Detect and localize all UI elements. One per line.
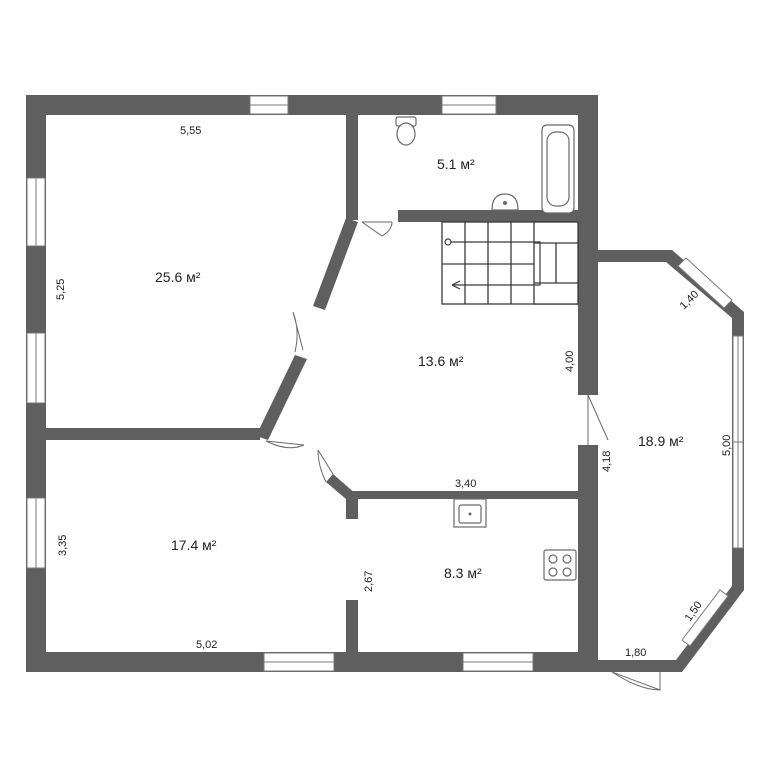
windows: [26, 95, 744, 672]
dim-bay-diag-top: 1,40: [678, 288, 702, 312]
dim-bay-right: 5,00: [721, 435, 733, 456]
door-kitchen-diag: [317, 449, 334, 483]
window-bay-diag-top: [677, 257, 733, 309]
room-area-bay: 18.9 м²: [638, 433, 684, 449]
toilet-icon: [395, 116, 417, 146]
wall-bedroom-kitchen-b: [346, 600, 358, 652]
walls: [26, 95, 744, 672]
wall-living-bedroom: [46, 428, 260, 440]
door-entrance: [611, 671, 661, 691]
doors: [265, 221, 661, 691]
kitchen-sink-icon: [453, 498, 487, 528]
dim-living-top: 5,55: [180, 125, 201, 137]
door-bedroom: [265, 440, 305, 449]
bathtub-icon: [541, 124, 575, 214]
dim-living-left: 5,25: [55, 279, 67, 300]
dim-hall-right: 4,00: [564, 351, 576, 372]
room-area-kitchen: 8.3 м²: [444, 565, 482, 581]
dim-bay-bottom: 1,80: [625, 647, 646, 659]
door-living: [292, 311, 304, 353]
wall-top: [26, 95, 598, 115]
wall-hall-diag-lower: [256, 355, 307, 440]
wall-hall-kitchen: [346, 491, 578, 499]
wall-hall-diag-upper: [313, 218, 358, 310]
stove-icon: [543, 549, 577, 581]
room-area-bathroom: 5.1 м²: [437, 156, 475, 172]
door-bath: [361, 221, 393, 237]
room-area-bedroom: 17.4 м²: [171, 537, 217, 553]
wall-living-bath: [346, 115, 358, 220]
dim-bedroom-bottom: 5,02: [196, 639, 217, 651]
window-bay-diag-bottom: [681, 589, 729, 647]
dim-kitchen-left: 2,67: [363, 571, 375, 592]
door-bay: [587, 394, 609, 445]
room-area-living: 25.6 м²: [155, 269, 201, 285]
staircase: [441, 221, 579, 305]
wall-hall-diag-door: [326, 474, 356, 499]
wall-right-upper: [578, 95, 598, 395]
wall-right-lower: [578, 445, 598, 672]
room-area-hall: 13.6 м²: [418, 353, 464, 369]
wall-bedroom-kitchen-a: [346, 491, 358, 519]
sink-icon: [491, 193, 519, 211]
dim-bedroom-left: 3,35: [57, 535, 69, 556]
dim-kitchen-top: 3,40: [455, 478, 476, 490]
area-labels: 25.6 м² 5.1 м² 13.6 м² 18.9 м² 17.4 м² 8…: [155, 156, 684, 581]
fixtures: [395, 116, 577, 581]
dimension-labels: 5,55 5,25 4,00 1,40 5,00 4,18 3,40 3,35 …: [55, 125, 733, 659]
wall-bay: [598, 250, 744, 672]
dim-bay-left: 4,18: [601, 451, 613, 472]
